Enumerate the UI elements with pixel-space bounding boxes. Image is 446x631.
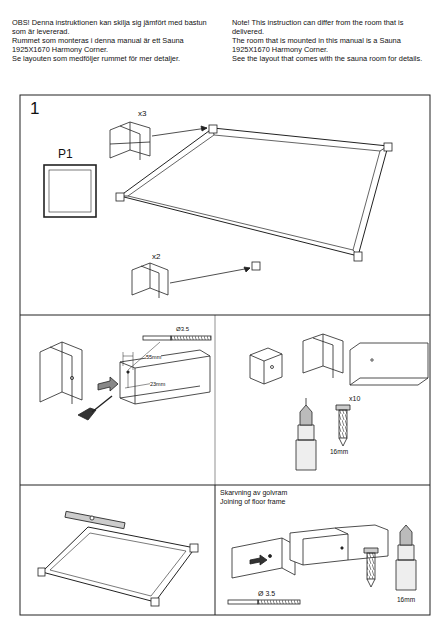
note-text: Rummet som monteras i denna manual är et… — [12, 36, 217, 54]
dimension-label: Ø3.5 — [176, 326, 189, 333]
quantity-label: x2 — [152, 253, 160, 262]
note-column: OBS! Denna instruktionen kan skilja sig … — [12, 18, 217, 63]
quantity-label: x3 — [138, 110, 146, 119]
section-heading: Skarvning av golvram — [220, 489, 287, 497]
note-text: See the layout that comes with the sauna… — [232, 54, 437, 63]
part-name: P1 — [58, 148, 73, 161]
note-column: Note! This instruction can differ from t… — [232, 18, 437, 63]
quantity-label: x10 — [349, 395, 360, 403]
dimension-label: 23mm — [150, 381, 165, 387]
dimension-label: 55mm — [146, 354, 161, 360]
section-heading: Joining of floor frame — [220, 498, 285, 506]
dimension-label: Ø 3.5 — [258, 590, 275, 598]
note-text: OBS! Denna instruktionen kan skilja sig … — [12, 18, 217, 36]
note-text: Se layouten som medföljer rummet för mer… — [12, 54, 217, 63]
step-number: 1 — [30, 100, 39, 119]
dimension-label: 16mm — [330, 448, 348, 455]
dimension-label: 16mm — [397, 596, 415, 603]
note-text: The room that is mounted in this manual … — [232, 36, 437, 54]
note-text: Note! This instruction can differ from t… — [232, 18, 437, 36]
